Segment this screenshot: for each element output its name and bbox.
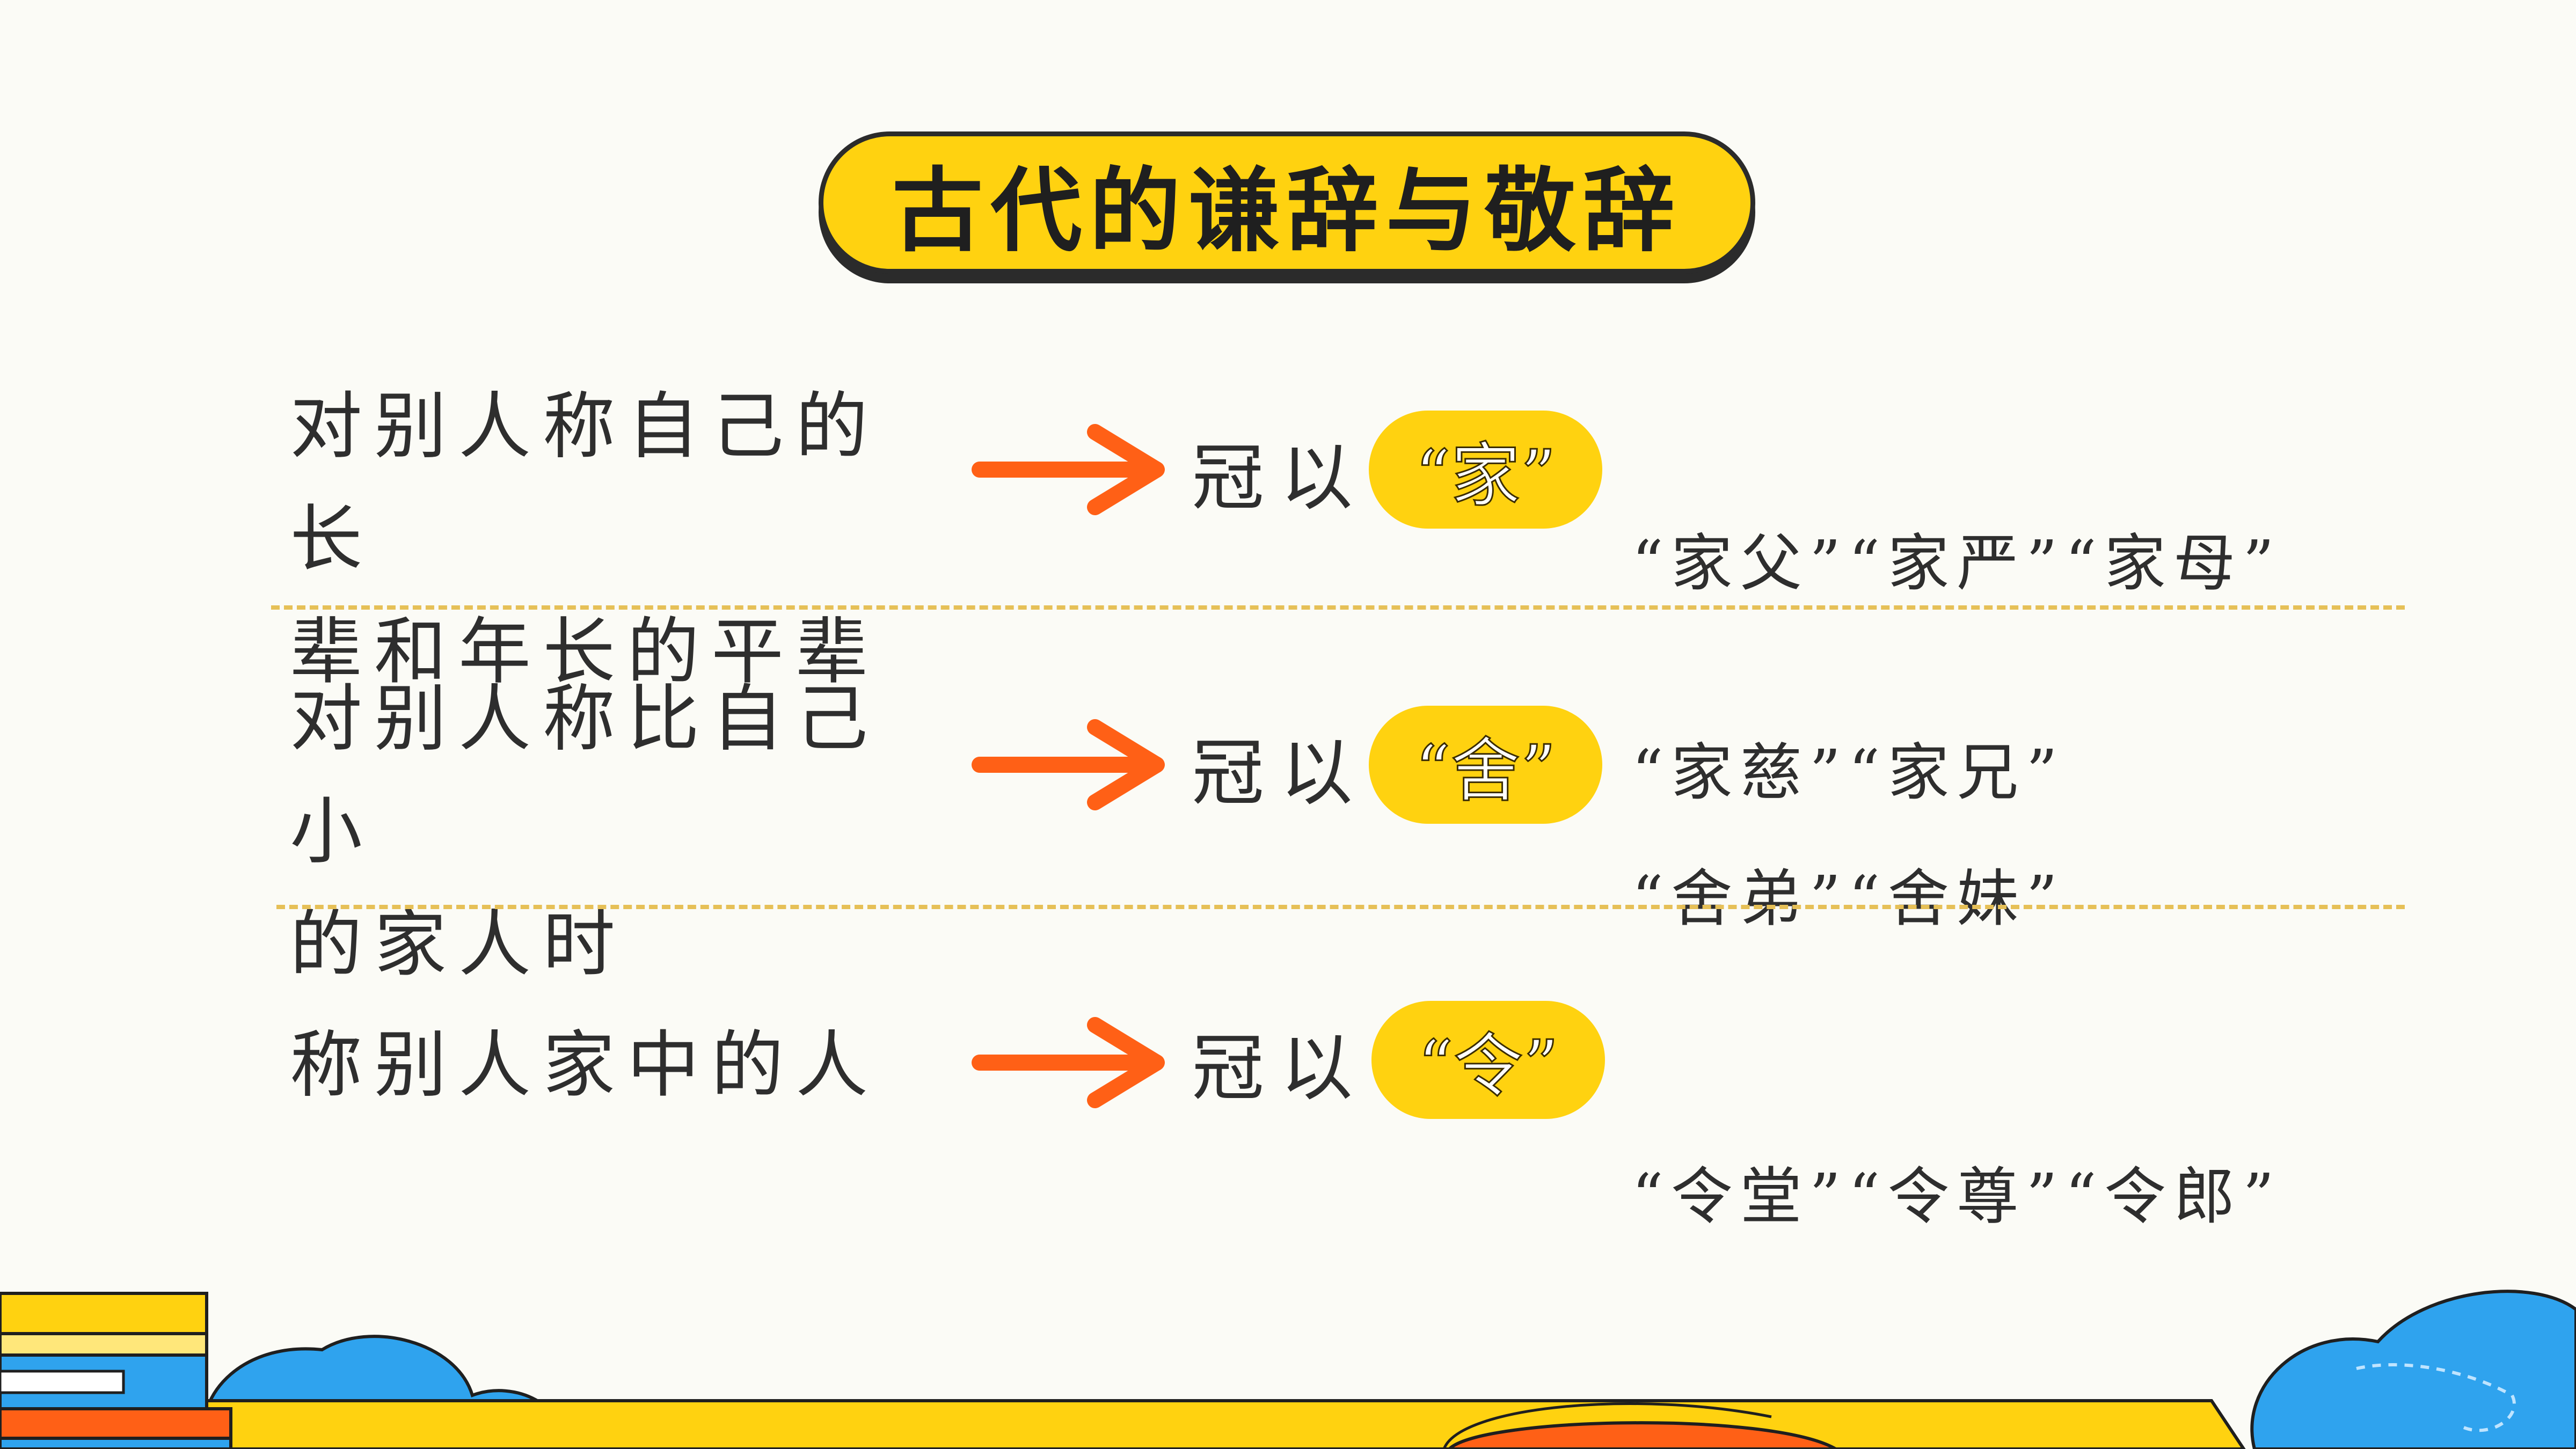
right-arrow-icon: [972, 719, 1165, 810]
row-1-line-1: 对别人称自己的长: [290, 384, 880, 581]
row-2-word-badge: “舍”: [1369, 706, 1602, 824]
page-title: 古代的谦辞与敬辞: [892, 157, 1682, 265]
row-2-line-2: 的家人时: [290, 902, 627, 986]
cloud-icon: [2250, 1290, 2576, 1449]
row-2-examples: “舍弟”“舍妹”: [1632, 724, 2065, 1004]
row-3-word: “令”: [1417, 1024, 1560, 1108]
row-3-prefix-label: 冠以: [1192, 1026, 1369, 1110]
row-2-examples-line-1: “舍弟”“舍妹”: [1632, 863, 2066, 935]
row-3-description: 称别人家中的人: [290, 1009, 961, 1122]
right-arrow-icon: [972, 424, 1165, 515]
row-2-word: “舍”: [1414, 729, 1557, 813]
row-2-description: 对别人称比自己小 的家人时: [290, 663, 961, 1001]
row-1-prefix-label: 冠以: [1192, 436, 1369, 520]
row-1-examples: “家父”“家严”“家母” “家慈”“家兄”: [1632, 389, 2282, 877]
row-divider: [276, 905, 2405, 909]
row-1-word: “家”: [1414, 434, 1557, 517]
row-3-examples: “令堂”“令尊”“令郎”: [1632, 1022, 2282, 1301]
book-stack-icon: [0, 1292, 232, 1449]
row-1-description: 对别人称自己的长 辈和年长的平辈: [290, 370, 961, 708]
bottom-decoration: [0, 1290, 2576, 1449]
row-2-line-1: 对别人称比自己小: [290, 677, 880, 874]
row-3-line-1: 称别人家中的人: [290, 1023, 880, 1107]
row-1-examples-line-1: “家父”“家严”“家母”: [1632, 528, 2282, 599]
row-divider: [271, 605, 2405, 610]
row-3-examples-line-1: “令堂”“令尊”“令郎”: [1632, 1161, 2282, 1233]
row-1-examples-line-2: “家慈”“家兄”: [1632, 737, 2066, 809]
row-2-prefix-label: 冠以: [1192, 731, 1369, 815]
right-arrow-icon: [972, 1017, 1165, 1108]
row-3-word-badge: “令”: [1371, 1001, 1605, 1119]
row-1-word-badge: “家”: [1369, 411, 1602, 529]
title-banner: 古代的谦辞与敬辞: [819, 131, 1755, 274]
row-1-line-2: 辈和年长的平辈: [290, 610, 880, 694]
